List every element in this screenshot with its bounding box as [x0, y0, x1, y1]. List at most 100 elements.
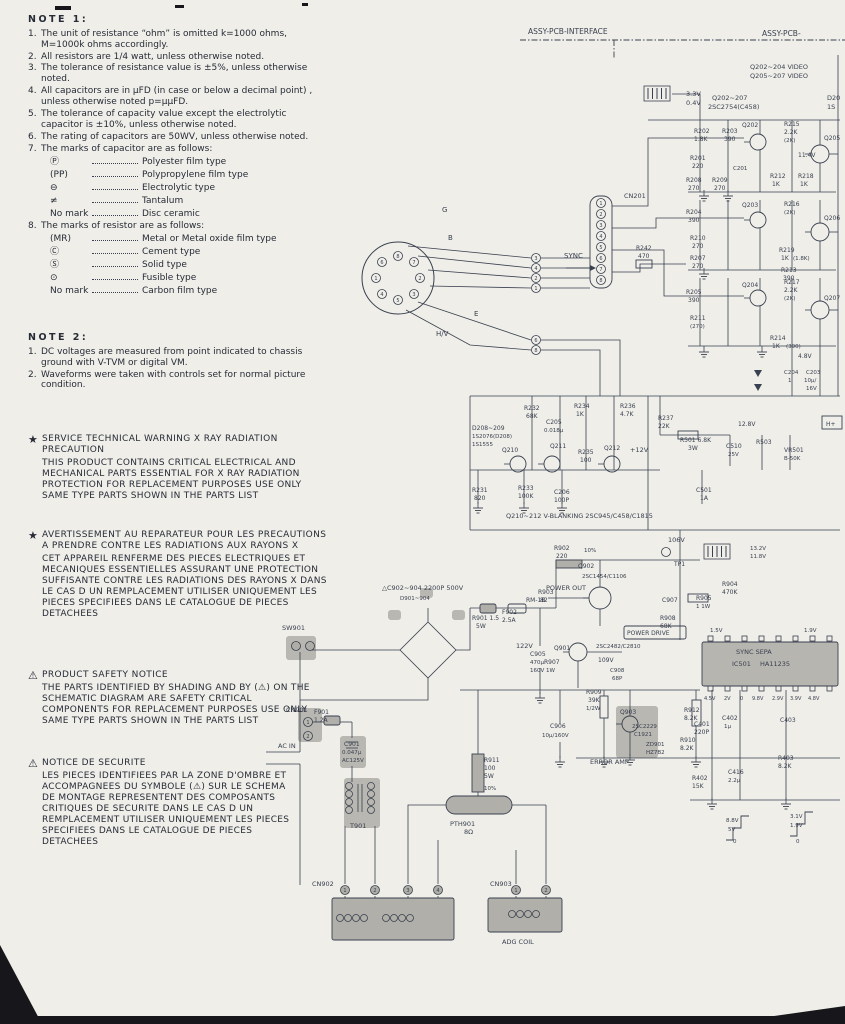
mark-label: Metal or Metal oxide film type	[142, 234, 277, 245]
note-item: 7. The marks of capacitor are as follows…	[28, 144, 330, 155]
component-label: HZ7B2	[646, 750, 665, 756]
wire	[612, 137, 744, 207]
mark-label: Electrolytic type	[142, 183, 215, 194]
component-label: 220	[692, 163, 704, 170]
mark-symbol: No mark	[50, 285, 89, 296]
component-label: 2.2μ	[728, 778, 741, 784]
component-label: Q204	[742, 282, 758, 289]
connector-pin	[433, 885, 443, 895]
component-label: 1	[788, 378, 792, 384]
component-label: 1μ	[724, 724, 731, 730]
component-label: R208	[686, 177, 702, 184]
wire	[417, 301, 532, 341]
component-label: 5W	[484, 773, 494, 780]
component-label: 2.9V	[772, 696, 784, 702]
note-text: All capacitors are in μFD (in case or be…	[41, 86, 313, 108]
component-box	[323, 715, 341, 726]
component-label: 0	[796, 839, 800, 845]
coil-winding	[508, 910, 516, 918]
component-label: 16V	[806, 386, 817, 392]
component-label: 2SC2482/C2810	[596, 644, 641, 650]
component-label: (1.8K)	[793, 256, 810, 262]
component-label: 0	[740, 696, 743, 702]
mark-row: Ⓟ Polyester film type	[50, 156, 330, 168]
component-label: 10%	[584, 548, 596, 554]
coil-winding	[345, 782, 353, 790]
component-label: 2SC2229	[632, 724, 657, 730]
mark-label: Polypropylene film type	[142, 170, 249, 181]
component-label: (270)	[690, 324, 705, 330]
note-text: The tolerance of capacity value except t…	[41, 109, 287, 131]
warning-header: ★ AVERTISSEMENT AU REPARATEUR POUR LES P…	[28, 530, 328, 552]
component-label: 2V	[724, 696, 731, 702]
connector-pin-number: 7	[412, 260, 415, 266]
component-label: R207	[690, 255, 706, 262]
component-label: R903	[538, 589, 554, 596]
connector-pin	[511, 885, 521, 895]
component-label: CN901	[286, 706, 308, 714]
coil-winding	[345, 798, 353, 806]
component-label: 220P	[694, 729, 709, 736]
ic-pin	[707, 685, 714, 692]
scan-artifact	[175, 5, 184, 8]
connector-pin	[371, 273, 381, 283]
connector-pin	[541, 885, 551, 895]
component-label: 122V	[516, 642, 533, 650]
note-number: 8.	[28, 221, 37, 232]
mark-symbol: ⊖	[50, 183, 58, 194]
component-label: Q210	[502, 447, 518, 454]
safety-shading	[452, 610, 465, 620]
waveform-icon	[643, 85, 671, 102]
component-label: B-50K	[784, 456, 801, 462]
ic-pin	[758, 635, 765, 642]
component-label: D208~209	[472, 425, 505, 432]
component-label: 1W	[546, 668, 555, 674]
component-label: 1/2W	[586, 706, 601, 712]
component-label: R908	[660, 615, 676, 622]
note1-title: NOTE 1:	[28, 14, 89, 25]
component-label: 390	[688, 217, 700, 224]
component-label: Q202	[742, 122, 758, 129]
component-label: Q903	[620, 709, 636, 716]
transistor	[810, 222, 830, 242]
component-box	[623, 625, 687, 640]
warning-header: ★ SERVICE TECHNICAL WARNING X RAY RADIAT…	[28, 434, 328, 456]
mark-label: Carbon film type	[142, 285, 218, 296]
mark-symbol: ⊙	[50, 272, 58, 283]
connector-pin-number: 8	[534, 348, 537, 354]
note-item: 6. The rating of capacitors are 50WV, un…	[28, 132, 330, 143]
component-label: AC IN	[278, 742, 296, 750]
note-item: 8. The marks of resistor are as follows:	[28, 221, 330, 232]
component-label: 220	[556, 553, 568, 560]
wire	[541, 339, 621, 396]
component-label: C205	[546, 419, 562, 426]
component-label: C905	[530, 651, 546, 658]
note-item: 2. Waveforms were taken with controls se…	[28, 370, 330, 392]
ic-pin	[724, 635, 731, 642]
dotted-leader	[92, 182, 138, 191]
component-label: SYNC	[564, 252, 583, 260]
component-box	[701, 641, 839, 687]
wire	[456, 608, 471, 651]
connector-pin	[409, 289, 419, 299]
connector-pin	[377, 289, 387, 299]
note2-items: 1. DC voltages are measured from point i…	[28, 347, 330, 392]
connector-pin-number: 2	[306, 734, 309, 740]
component-label: C901	[344, 741, 360, 748]
mark-row: No mark Disc ceramic	[50, 208, 330, 220]
diode-symbol	[754, 370, 762, 377]
connector-pin-number: 4	[380, 292, 383, 298]
component-label: 4.8V	[808, 696, 820, 702]
component-label: B	[448, 234, 453, 242]
component-label: RM-1B	[526, 597, 545, 604]
note-text: All resistors are 1/4 watt, unless other…	[41, 51, 265, 62]
crt-socket	[361, 241, 435, 315]
wire	[429, 285, 532, 289]
component-label: R217	[784, 279, 800, 286]
component-label: Q210~212 V-BLANKING 2SC945/C458/C1815	[506, 512, 653, 520]
component-label: R236	[620, 403, 636, 410]
mark-symbol: Ⓒ	[50, 247, 60, 258]
component-box	[471, 753, 485, 793]
component-label: 10μ/	[804, 378, 816, 384]
